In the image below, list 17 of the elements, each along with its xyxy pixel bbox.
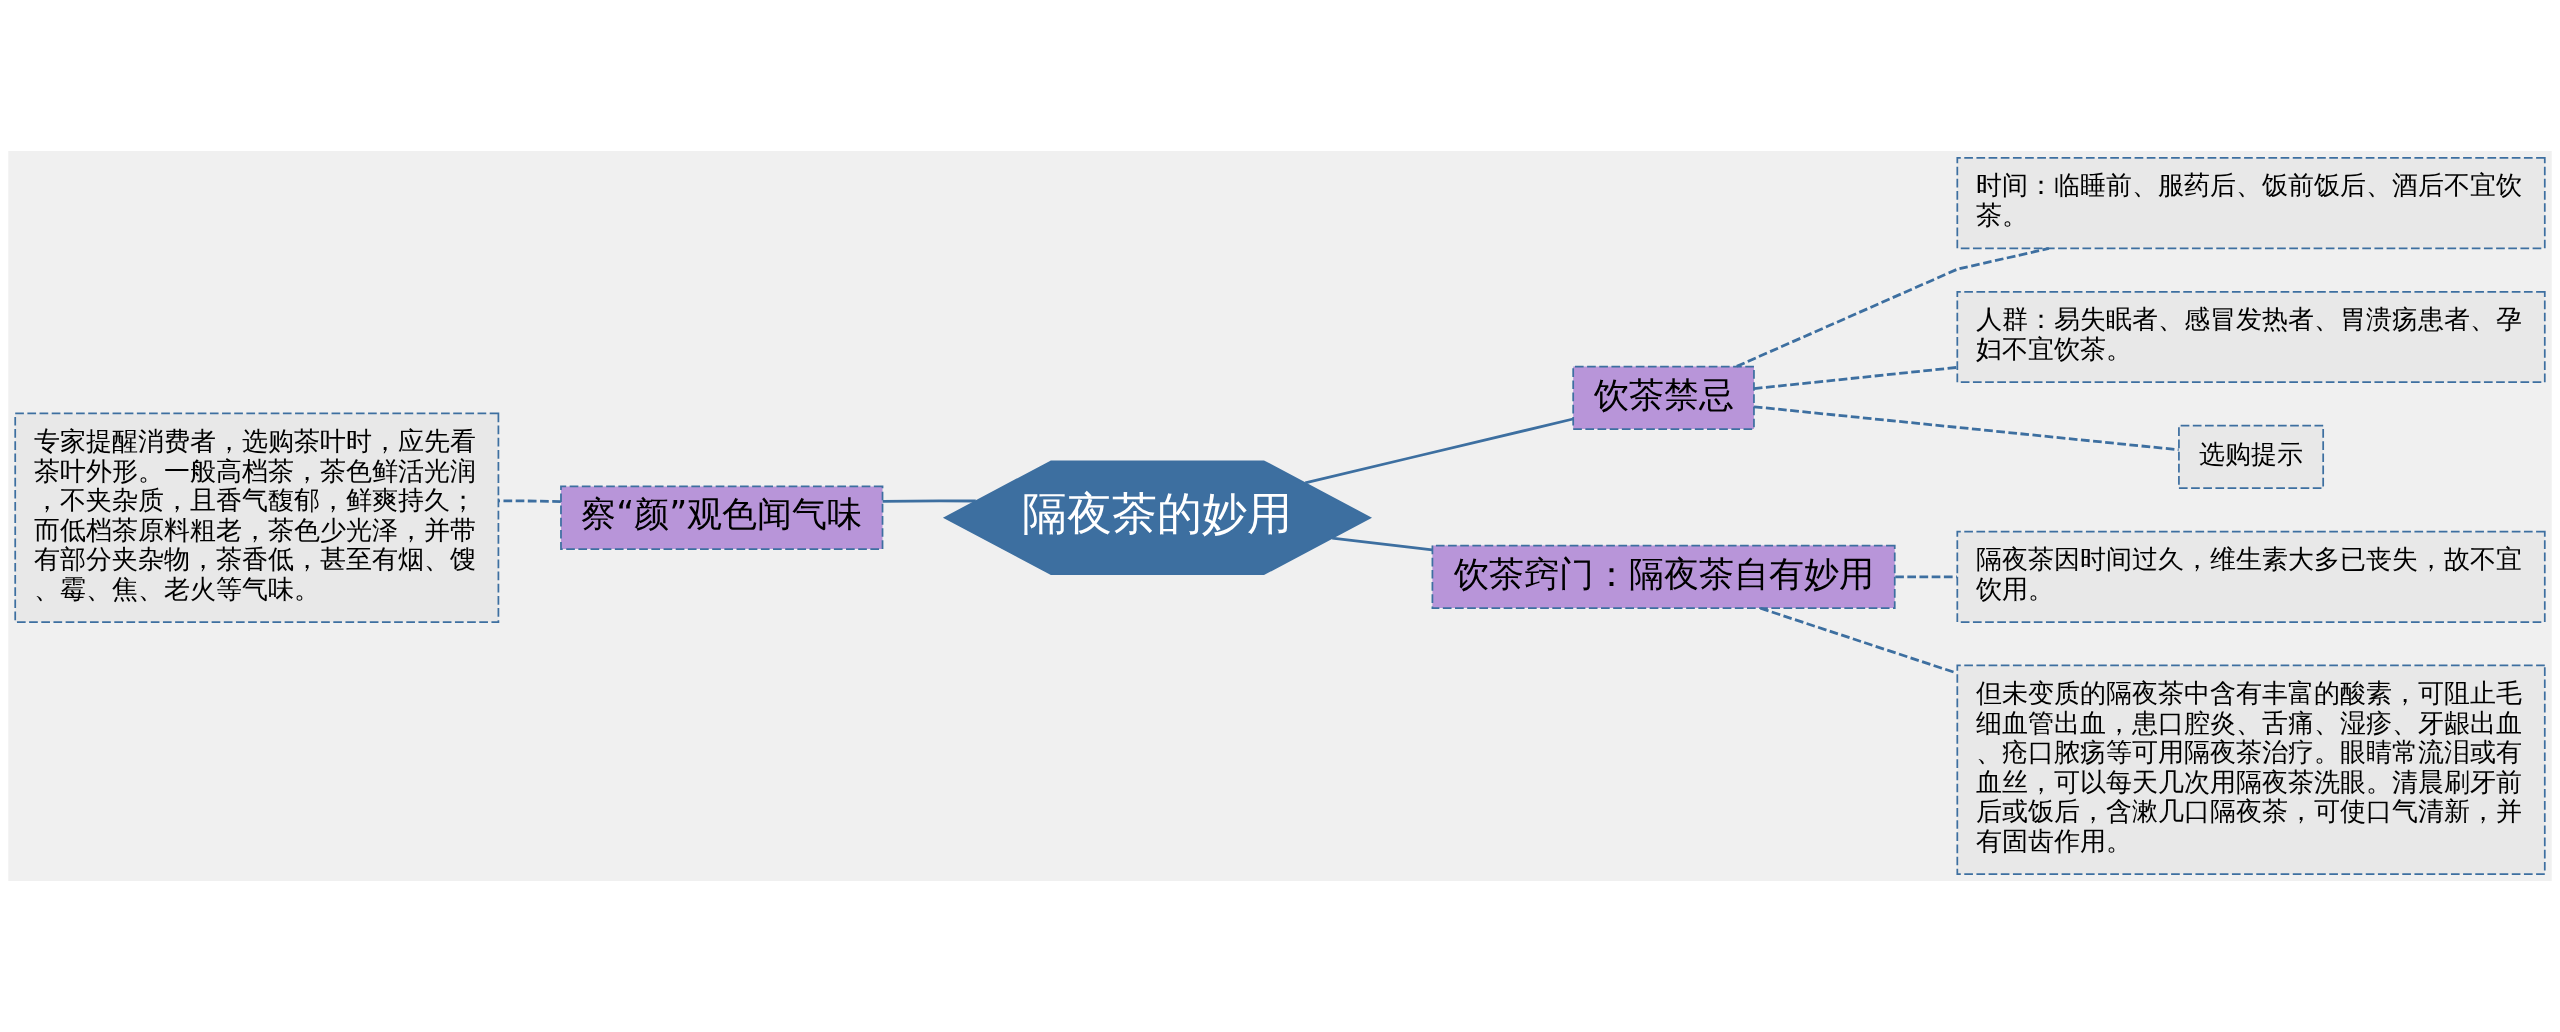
connector: [882, 499, 976, 503]
connector: [498, 499, 561, 503]
node-box: 人群：易失眠者、感冒发热者、胃溃疡患者、孕妇不宜饮茶。: [1956, 290, 2546, 384]
connector: [1895, 575, 1957, 579]
node-box: 专家提醒消费者，选购茶叶时，应先看茶叶外形。一般高档茶，茶色鲜活光润，不夹杂质，且香气馥郁，鲜爽持久；而低档茶原料粗老，茶色少光泽，并带有部分夹杂物，茶香低，甚至有烟、馊、霉、焦、老火等气味。: [14, 412, 500, 623]
node-box: 但未变质的隔夜茶中含有丰富的酸素，可阻止毛细血管出血，患口腔炎、舌痛、湿疹、牙龈出血、疮口脓疡等可用隔夜茶治疗。眼睛常流泪或有血丝，可以每天几次用隔夜茶洗眼。清晨刷牙前后或饭后，含漱几口隔夜茶，可使口气清新，并有固齿作用。: [1956, 664, 2546, 875]
node-box: 饮茶禁忌: [1572, 365, 1755, 430]
node-box: 隔夜茶因时间过久，维生素大多已丧失，故不宜饮用。: [1956, 530, 2546, 623]
node-box: 察“颜”观色闻气味: [560, 485, 884, 550]
connector: [1736, 247, 2050, 368]
node-box: 饮茶窍门：隔夜茶自有妙用: [1431, 544, 1896, 609]
connector: [1304, 417, 1574, 485]
connector: [1753, 405, 2179, 452]
node-box: 时间：临睡前、服药后、饭前饭后、酒后不宜饮茶。: [1956, 157, 2546, 250]
connector: [1332, 536, 1433, 552]
connector: [1753, 366, 1957, 390]
node-box: 选购提示: [2178, 424, 2325, 490]
